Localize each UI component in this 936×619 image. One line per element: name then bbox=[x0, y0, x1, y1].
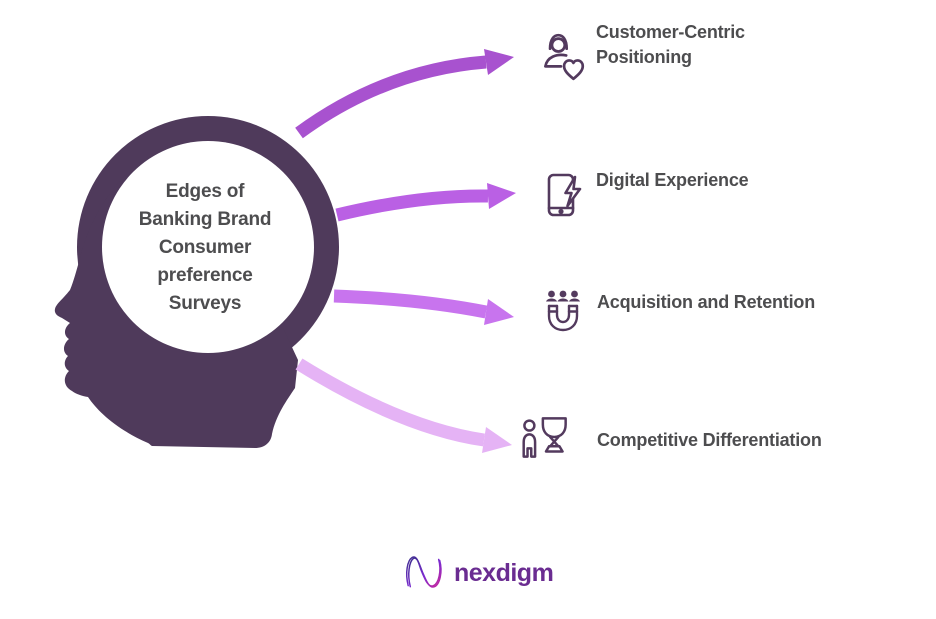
arrow-1-head bbox=[484, 49, 514, 75]
logo-text: nexdigm bbox=[454, 558, 554, 587]
phone-lightning-icon bbox=[547, 173, 582, 217]
head-title-line: Edges of bbox=[165, 181, 245, 202]
thought-circle bbox=[102, 141, 314, 353]
arrow-2 bbox=[335, 189, 489, 222]
customer-heart-icon bbox=[544, 33, 585, 81]
head-title-line: Consumer bbox=[158, 237, 252, 258]
person-trophy-icon bbox=[522, 417, 567, 458]
arrow-3 bbox=[333, 289, 488, 319]
nexdigm-logo-icon bbox=[406, 556, 442, 588]
item-label-customer-centric-positioning: Customer-Centric Positioning bbox=[596, 22, 745, 67]
item-label-digital-experience: Digital Experience bbox=[596, 170, 749, 190]
magnet-people-icon bbox=[546, 290, 580, 332]
item-label-competitive-differentiation: Competitive Differentiation bbox=[597, 430, 822, 450]
arrow-3-head bbox=[484, 299, 514, 325]
arrow-2-head bbox=[487, 183, 516, 209]
head-title-line: Banking Brand bbox=[138, 209, 272, 230]
logo: nexdigm bbox=[404, 550, 554, 594]
head-title-line: preference bbox=[157, 265, 253, 286]
arrow-4 bbox=[295, 358, 485, 447]
arrow-4-head bbox=[482, 427, 512, 453]
head-title: Edges of Banking Brand Consumer preferen… bbox=[95, 178, 315, 318]
head-title-line: Surveys bbox=[168, 293, 242, 314]
item-label-acquisition-and-retention: Acquisition and Retention bbox=[597, 292, 815, 312]
arrow-1 bbox=[295, 55, 487, 139]
